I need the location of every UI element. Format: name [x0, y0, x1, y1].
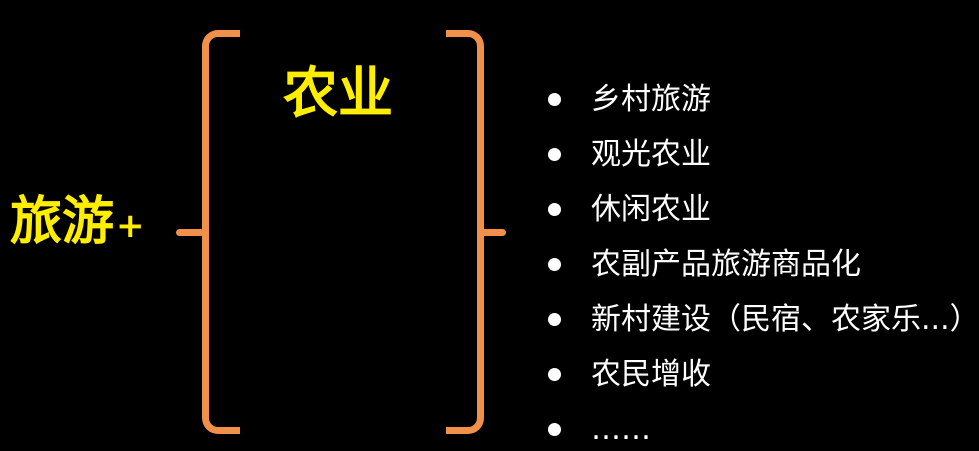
- bullet-dot-icon: [548, 313, 561, 326]
- list-item: 新村建设（民宿、农家乐...）: [548, 292, 979, 347]
- list-item-label: 农副产品旅游商品化: [591, 246, 861, 282]
- center-heading-agriculture: 农业: [283, 61, 394, 125]
- list-item: 农民增收: [548, 347, 968, 402]
- list-item-label: ……: [591, 411, 651, 447]
- bullet-list: 乡村旅游 观光农业 休闲农业 农副产品旅游商品化 新村建设（民宿、农家乐...）…: [548, 72, 979, 451]
- list-item-label: 乡村旅游: [591, 81, 711, 117]
- list-item-label: 观光农业: [591, 136, 711, 172]
- bracket-group: [176, 30, 506, 434]
- plus-sign: +: [116, 206, 145, 246]
- bracket-left: [202, 30, 240, 434]
- list-item: 观光农业: [548, 127, 968, 182]
- bracket-connector-stub-right: [478, 229, 506, 236]
- bullet-dot-icon: [548, 258, 561, 271]
- bullet-dot-icon: [548, 423, 561, 436]
- bullet-dot-icon: [548, 203, 561, 216]
- list-item-label: 新村建设（民宿、农家乐...）: [591, 301, 979, 337]
- list-item: 乡村旅游: [548, 72, 968, 127]
- list-item-label: 农民增收: [591, 356, 711, 392]
- list-item: 农副产品旅游商品化: [548, 237, 968, 292]
- bracket-connector-stub-left: [176, 229, 204, 236]
- left-label-tourism-plus: 旅游 +: [10, 196, 145, 248]
- bullet-dot-icon: [548, 368, 561, 381]
- bullet-dot-icon: [548, 93, 561, 106]
- left-label-term: 旅游: [10, 192, 115, 252]
- list-item: 休闲农业: [548, 182, 968, 237]
- list-item: ……: [548, 402, 968, 451]
- list-item-label: 休闲农业: [591, 191, 711, 227]
- bullet-dot-icon: [548, 148, 561, 161]
